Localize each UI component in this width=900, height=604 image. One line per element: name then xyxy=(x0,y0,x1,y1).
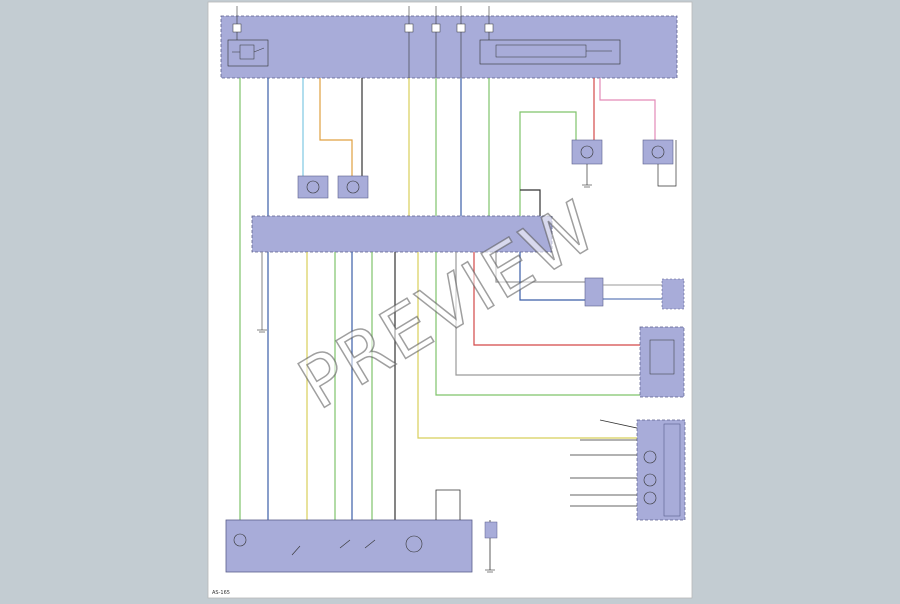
relay-icon xyxy=(479,39,621,65)
sheet-label: AS-165 xyxy=(212,590,230,596)
relay-box-top xyxy=(220,15,678,79)
lamp-icon xyxy=(297,175,329,199)
lamp-icon xyxy=(571,139,603,165)
switch-icon xyxy=(643,450,657,505)
connector-box xyxy=(484,521,498,539)
lamp-icon xyxy=(642,139,674,165)
relay-icon xyxy=(227,39,269,67)
switch-icon xyxy=(291,539,376,556)
diagram-sheet xyxy=(207,1,693,599)
lamp-icon xyxy=(233,533,247,547)
right-module xyxy=(639,326,685,398)
side-connector xyxy=(584,277,604,307)
ground-icon xyxy=(582,184,592,188)
lamp-icon xyxy=(337,175,369,199)
control-module xyxy=(251,215,553,253)
ground-icon xyxy=(257,329,267,333)
side-module xyxy=(661,278,685,310)
ground-icon xyxy=(485,569,495,573)
bottom-module xyxy=(225,519,473,573)
motor-icon xyxy=(405,535,423,553)
